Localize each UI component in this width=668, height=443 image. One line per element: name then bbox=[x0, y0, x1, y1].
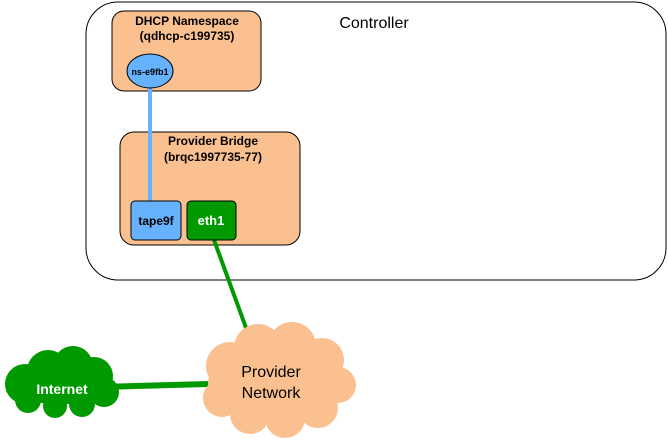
dhcp-namespace-subtitle: (qdhcp-c199735) bbox=[140, 29, 235, 43]
dhcp-namespace-title: DHCP Namespace bbox=[135, 14, 239, 28]
provider-bridge-title: Provider Bridge bbox=[168, 134, 258, 148]
controller-label: Controller bbox=[339, 15, 409, 32]
provider-network-label-line2: Network bbox=[242, 385, 302, 402]
eth1-interface-label: eth1 bbox=[198, 213, 225, 228]
tap-interface-label: tape9f bbox=[138, 214, 174, 228]
eth1-interface-box bbox=[186, 200, 237, 241]
provider-network-label-line1: Provider bbox=[241, 364, 301, 381]
internet-provider-link bbox=[99, 381, 209, 390]
provider-network-cloud: Provider Network bbox=[203, 322, 356, 438]
ns-interface-node bbox=[126, 53, 174, 89]
internet-cloud: Internet bbox=[5, 346, 119, 418]
tap-interface-box bbox=[130, 200, 182, 241]
provider-bridge-subtitle: (brqc1997735-77) bbox=[164, 150, 262, 164]
eth1-uplink bbox=[212, 239, 251, 337]
ns-interface-label: ns-e9fb1 bbox=[131, 67, 168, 77]
internet-label: Internet bbox=[36, 381, 88, 397]
